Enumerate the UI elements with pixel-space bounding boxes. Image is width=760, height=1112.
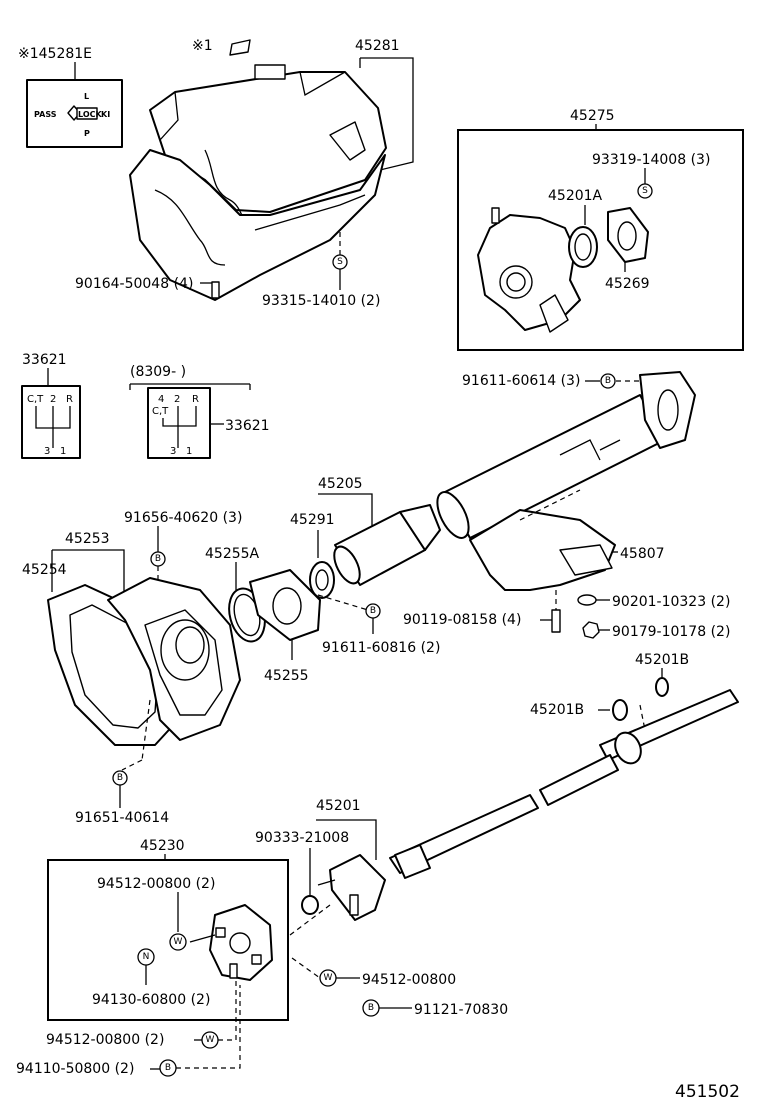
label-45281: 45281 bbox=[355, 38, 400, 54]
symbol-s-box bbox=[637, 183, 653, 199]
label-90201: 90201-10323 (2) bbox=[612, 594, 730, 610]
cover-slot bbox=[254, 64, 286, 80]
flexible-coupling-box-group: 45230 94512-00800 (2) W N 94130-60800 (2… bbox=[47, 838, 289, 1021]
snap-ring-right bbox=[655, 677, 669, 697]
svg-text:2: 2 bbox=[50, 394, 56, 405]
label-94130: 94130-60800 (2) bbox=[92, 992, 210, 1008]
svg-text:W: W bbox=[206, 1035, 215, 1045]
yoke bbox=[329, 854, 386, 921]
label-45254: 45254 bbox=[22, 562, 67, 578]
label-91651: 91651-40614 bbox=[75, 810, 169, 826]
svg-text:S: S bbox=[642, 186, 648, 196]
snap-ring-left bbox=[612, 699, 628, 721]
svg-text:C,T: C,T bbox=[152, 406, 169, 417]
screw-90164 bbox=[211, 281, 220, 299]
symbol-w-box bbox=[169, 933, 187, 951]
label-145281e: ※145281E bbox=[18, 46, 92, 62]
label-91121: 91121-70830 bbox=[414, 1002, 508, 1018]
svg-text:3: 3 bbox=[44, 446, 50, 457]
label-94512-2a: 94512-00800 (2) bbox=[97, 876, 215, 892]
svg-text:P: P bbox=[84, 129, 90, 138]
svg-text:3: 3 bbox=[170, 446, 176, 457]
label-45291: 45291 bbox=[290, 512, 335, 528]
label-90164: 90164-50048 (4) bbox=[75, 276, 193, 292]
svg-text:R: R bbox=[192, 394, 199, 405]
svg-text:W: W bbox=[324, 973, 333, 983]
label-90179: 90179-10178 (2) bbox=[612, 624, 730, 640]
label-45201b-left: 45201B bbox=[530, 702, 584, 718]
label-note1: ※1 bbox=[192, 38, 213, 54]
label-90119: 90119-08158 (4) bbox=[403, 612, 521, 628]
gasket-group: 45255A 45255 B 91611-60816 (2) bbox=[205, 546, 440, 684]
lock-center-box bbox=[76, 107, 98, 120]
label-45255a: 45255A bbox=[205, 546, 260, 562]
column-tube-group: 91611-60614 (3) B 45807 90119-08158 (4) … bbox=[290, 371, 730, 640]
diagram-number: 451502 bbox=[675, 1082, 740, 1102]
svg-text:1: 1 bbox=[186, 446, 192, 457]
label-45807: 45807 bbox=[620, 546, 665, 562]
steering-shaft-group: 45201B 45201B 45201 90333-21008 bbox=[255, 652, 739, 936]
svg-text:B: B bbox=[370, 606, 376, 616]
label-94512-2b: 94512-00800 (2) bbox=[46, 1032, 164, 1048]
coupling-box bbox=[47, 859, 289, 1021]
label-94512-1: 94512-00800 bbox=[362, 972, 456, 988]
washer-90201 bbox=[577, 594, 597, 606]
label-91656: 91656-40620 (3) bbox=[124, 510, 242, 526]
svg-text:B: B bbox=[155, 554, 161, 564]
symbol-b-tube bbox=[600, 373, 616, 389]
svg-text:KI: KI bbox=[101, 110, 110, 119]
svg-text:1: 1 bbox=[60, 446, 66, 457]
lower-shaft bbox=[389, 794, 539, 874]
bottom-hardware-group: W 94512-00800 B 91121-70830 94512-00800 … bbox=[16, 957, 508, 1077]
svg-text:N: N bbox=[143, 952, 150, 962]
svg-text:L: L bbox=[84, 92, 89, 101]
label-93315: 93315-14010 (2) bbox=[262, 293, 380, 309]
lock-decal-group: ※145281E PASS LOCK L P KI bbox=[18, 46, 123, 148]
shift-decal-right bbox=[147, 387, 211, 459]
shift-decal-group: 33621 C,T 2 R 3 1 (8309- ) 4 2 R C,T 3 1… bbox=[21, 352, 270, 459]
label-33621-left: 33621 bbox=[22, 352, 67, 368]
label-45205: 45205 bbox=[318, 476, 363, 492]
label-45255: 45255 bbox=[264, 668, 309, 684]
nut-90179 bbox=[582, 621, 600, 639]
label-94110: 94110-50800 (2) bbox=[16, 1061, 134, 1077]
mid-shaft bbox=[539, 754, 619, 806]
svg-text:PASS: PASS bbox=[34, 110, 57, 119]
label-8309: (8309- ) bbox=[130, 364, 186, 380]
label-45253: 45253 bbox=[65, 531, 110, 547]
bolt-90119 bbox=[551, 609, 561, 633]
label-91611-2: 91611-60816 (2) bbox=[322, 640, 440, 656]
label-45201: 45201 bbox=[316, 798, 361, 814]
lock-housing-box-group: 45275 93319-14008 (3) S 45201A 45269 bbox=[457, 108, 744, 351]
svg-text:2: 2 bbox=[174, 394, 180, 405]
svg-text:W: W bbox=[174, 937, 183, 947]
note1-tag-icon bbox=[229, 39, 251, 56]
svg-text:R: R bbox=[66, 394, 73, 405]
lower-column-cover bbox=[129, 149, 386, 301]
label-45230: 45230 bbox=[140, 838, 185, 854]
label-93319: 93319-14008 (3) bbox=[592, 152, 710, 168]
cover-tab bbox=[329, 121, 366, 161]
label-90333: 90333-21008 bbox=[255, 830, 349, 846]
label-45269: 45269 bbox=[605, 276, 650, 292]
svg-text:S: S bbox=[337, 257, 343, 267]
label-45201a: 45201A bbox=[548, 188, 603, 204]
svg-text:B: B bbox=[368, 1003, 374, 1013]
label-33621-right: 33621 bbox=[225, 418, 270, 434]
column-cover-group: ※1 45281 S 93315-14010 (2) 90164-50048 (… bbox=[75, 38, 414, 309]
svg-text:B: B bbox=[117, 773, 123, 783]
label-91611-3: 91611-60614 (3) bbox=[462, 373, 580, 389]
boot-plate-group: 91656-40620 (3) B 45253 45254 B 91651-40… bbox=[22, 510, 242, 826]
lock-housing-box bbox=[457, 129, 744, 351]
label-45201b-right: 45201B bbox=[635, 652, 689, 668]
svg-text:4: 4 bbox=[158, 394, 164, 405]
bracket-45807 bbox=[559, 544, 613, 576]
svg-text:C,T: C,T bbox=[27, 394, 44, 405]
plug-90333 bbox=[301, 895, 319, 915]
svg-text:B: B bbox=[605, 376, 611, 386]
svg-text:LOCK: LOCK bbox=[78, 110, 102, 119]
svg-text:B: B bbox=[165, 1063, 171, 1073]
label-45275: 45275 bbox=[570, 108, 615, 124]
